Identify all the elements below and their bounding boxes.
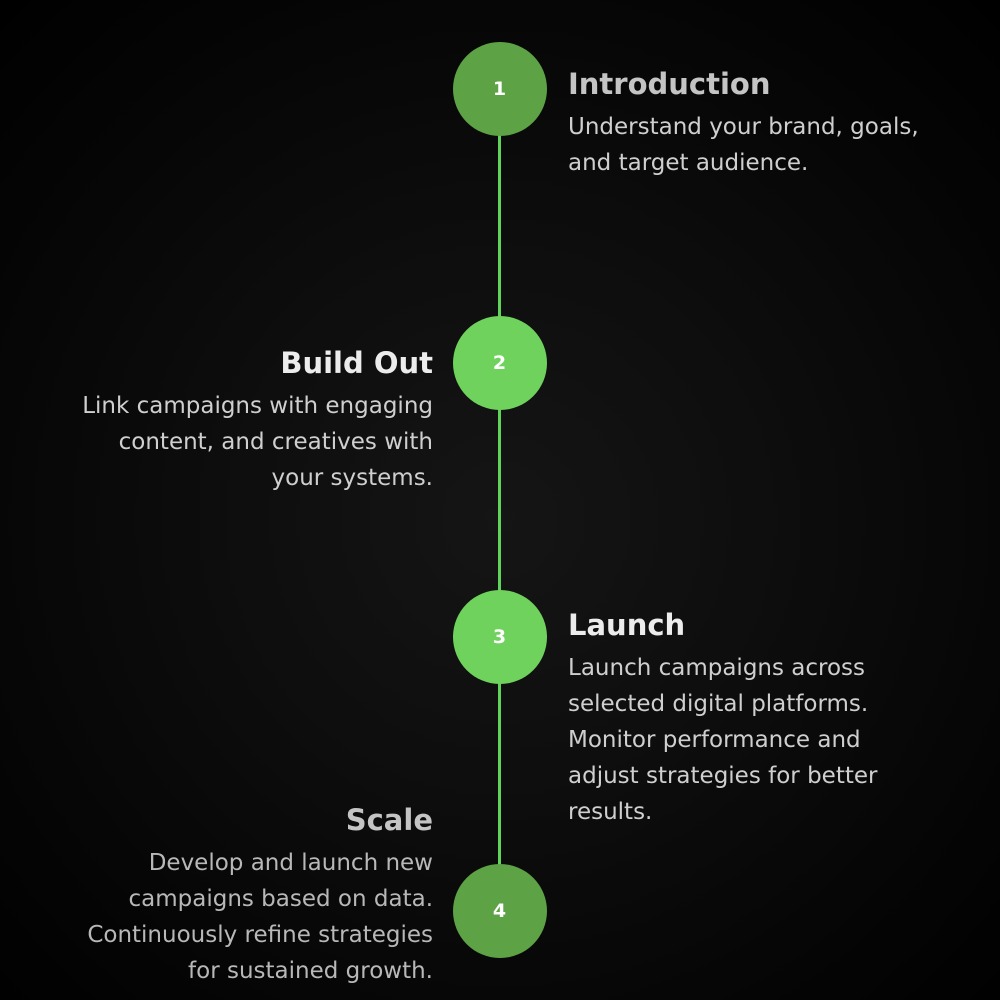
step-4-description: Develop and launch new campaigns based o… — [13, 845, 433, 989]
step-number-1: 1 — [492, 78, 508, 100]
step-3-line-5: results. — [568, 799, 653, 825]
connector-1-2 — [498, 134, 501, 318]
step-4-line-2: campaigns based on data. — [128, 886, 433, 912]
connector-3-4 — [498, 682, 501, 866]
step-1-title: Introduction — [568, 67, 771, 101]
step-2-title: Build Out — [280, 346, 433, 380]
step-1-line-2: and target audience. — [568, 150, 809, 176]
step-3-line-3: Monitor performance and — [568, 727, 861, 753]
step-2-description: Link campaigns with engaging content, an… — [13, 388, 433, 496]
step-4-line-4: for sustained growth. — [188, 958, 433, 984]
step-3-title: Launch — [568, 608, 686, 642]
step-3-line-2: selected digital platforms. — [568, 691, 869, 717]
step-node-2: 2 — [453, 316, 547, 410]
step-2-line-3: your systems. — [271, 465, 433, 491]
step-1: Introduction Understand your brand, goal… — [568, 66, 988, 181]
step-2-line-1: Link campaigns with engaging — [82, 393, 433, 419]
step-4: Scale Develop and launch new campaigns b… — [13, 802, 433, 989]
step-3-line-4: adjust strategies for better — [568, 763, 878, 789]
step-3-line-1: Launch campaigns across — [568, 655, 866, 681]
step-4-line-3: Continuously refine strategies — [87, 922, 433, 948]
step-3: Launch Launch campaigns across selected … — [568, 607, 988, 830]
step-2-line-2: content, and creatives with — [118, 429, 433, 455]
step-node-1: 1 — [453, 42, 547, 136]
step-node-4: 4 — [453, 864, 547, 958]
step-node-3: 3 — [453, 590, 547, 684]
step-2: Build Out Link campaigns with engaging c… — [13, 345, 433, 496]
step-number-3: 3 — [492, 626, 508, 648]
step-3-description: Launch campaigns across selected digital… — [568, 650, 988, 830]
step-number-2: 2 — [492, 352, 508, 374]
step-1-description: Understand your brand, goals, and target… — [568, 109, 988, 181]
step-4-line-1: Develop and launch new — [148, 850, 433, 876]
step-4-title: Scale — [345, 803, 433, 837]
connector-2-3 — [498, 408, 501, 592]
step-1-line-1: Understand your brand, goals, — [568, 114, 919, 140]
step-number-4: 4 — [492, 900, 508, 922]
